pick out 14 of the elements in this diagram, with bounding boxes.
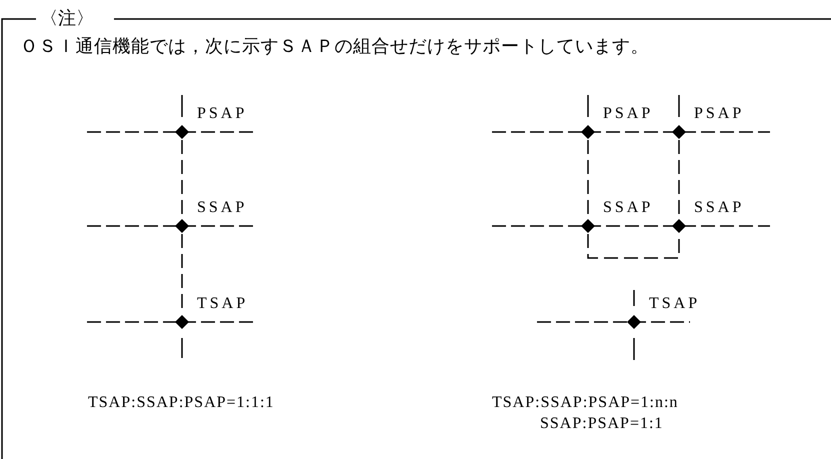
- sap-label: PSAP: [603, 105, 654, 123]
- note-sentence: ＯＳＩ通信機能では，次に示すＳＡＰの組合せだけをサポートしています。: [20, 35, 649, 57]
- ratio-text: TSAP:SSAP:PSAP=1:1:1: [88, 393, 274, 413]
- sap-label: PSAP: [694, 105, 744, 123]
- note-heading: 〈注〉: [40, 7, 94, 29]
- sap-label: SSAP: [197, 199, 248, 217]
- sap-label: SSAP: [694, 199, 744, 217]
- sap-label: TSAP: [197, 295, 248, 313]
- connector-line: [587, 234, 680, 259]
- sap-label: TSAP: [649, 295, 700, 313]
- ratio-text: SSAP:PSAP=1:1: [540, 414, 664, 434]
- ratio-text: TSAP:SSAP:PSAP=1:n:n: [492, 393, 678, 413]
- sap-label: PSAP: [197, 105, 248, 123]
- sap-label: SSAP: [603, 199, 654, 217]
